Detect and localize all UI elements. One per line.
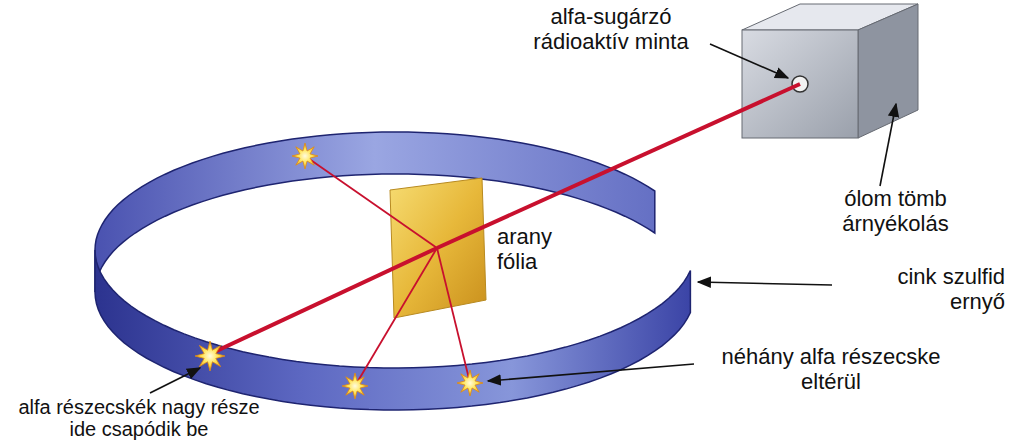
deflected-path: [437, 248, 470, 383]
callout-label: arany fólia: [497, 224, 579, 274]
deflected-path: [305, 156, 437, 248]
alpha-paths: [210, 84, 800, 386]
leader-line: [880, 104, 896, 186]
incoming-beam: [437, 84, 800, 248]
flashes: [195, 143, 483, 399]
callout-label: cink szulfid ernyő: [840, 264, 1005, 314]
screen-back: [95, 132, 655, 292]
leader-line: [488, 364, 694, 381]
callout-label: alfa részecskék nagy része ide csapódik …: [8, 396, 270, 440]
scintillation-flash: [292, 143, 318, 169]
leader-line: [150, 368, 200, 393]
leader-line: [710, 44, 788, 78]
callout-label: néhány alfa részecske eltérül: [700, 344, 962, 394]
lead-block-side: [858, 4, 918, 138]
deflected-path: [355, 248, 437, 386]
leader-line: [698, 282, 832, 285]
callout-label: alfa-sugárzó rádioaktív minta: [515, 4, 707, 54]
scintillation-flash: [195, 341, 225, 371]
callout-label: ólom tömb árnyékolás: [818, 186, 973, 236]
scintillation-flash: [457, 370, 483, 396]
straight-beam: [210, 248, 437, 354]
scintillation-flash: [342, 373, 368, 399]
leader-lines: [150, 44, 896, 393]
